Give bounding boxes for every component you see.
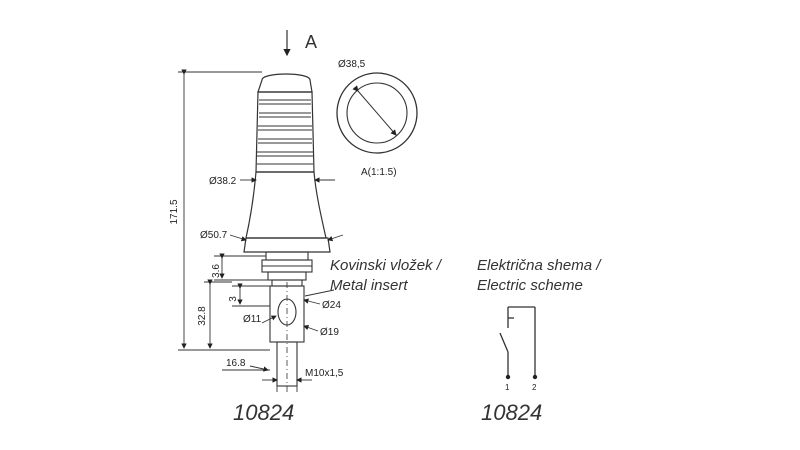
view-a-detail — [336, 72, 418, 154]
terminal-1-dot — [505, 374, 511, 380]
width-16-8-label: 16.8 — [226, 358, 246, 369]
view-arrow-label: A — [305, 32, 317, 52]
diameter-24-label: Ø24 — [322, 300, 341, 311]
metal-insert — [261, 251, 313, 387]
dim-base-diameter — [229, 234, 344, 242]
thread-label: M10x1,5 — [305, 368, 344, 379]
top-diameter-label: Ø38,5 — [338, 59, 366, 70]
product-code-right: 10824 — [481, 400, 542, 425]
view-arrow: A — [283, 30, 317, 57]
insert-label-line1: Kovinski vložek / — [330, 257, 443, 274]
body-diameter-label: Ø38.2 — [209, 176, 237, 187]
height-32-8-label: 32.8 — [197, 306, 208, 326]
dim-insert-diameters — [261, 298, 321, 332]
terminal-1-label: 1 — [505, 383, 510, 392]
base-diameter-label: Ø50.7 — [200, 230, 228, 241]
knob-outline — [243, 73, 331, 253]
view-scale-label: A(1:1.5) — [361, 167, 397, 178]
height-3-6-label: 3.6 — [211, 264, 222, 278]
insert-label-line2: Metal insert — [330, 277, 408, 294]
dim-total-height — [178, 69, 270, 351]
scheme-title-line1: Električna shema / — [477, 257, 602, 274]
scheme-title-line2: Electric scheme — [477, 277, 583, 294]
knob-grip-rings — [257, 99, 313, 165]
terminal-2-dot — [532, 374, 538, 380]
dim-insert-heights — [214, 253, 270, 307]
diameter-19-label: Ø19 — [320, 327, 339, 338]
dim-32-8 — [204, 279, 270, 351]
terminal-2-label: 2 — [532, 383, 537, 392]
diameter-11-label: Ø11 — [243, 314, 262, 325]
product-code-left: 10824 — [233, 400, 294, 425]
insert-leader — [304, 289, 335, 297]
total-height-label: 171.5 — [169, 199, 180, 224]
switch-symbol — [499, 306, 536, 375]
dim-bottom — [222, 365, 312, 392]
height-3-label: 3 — [228, 296, 239, 302]
